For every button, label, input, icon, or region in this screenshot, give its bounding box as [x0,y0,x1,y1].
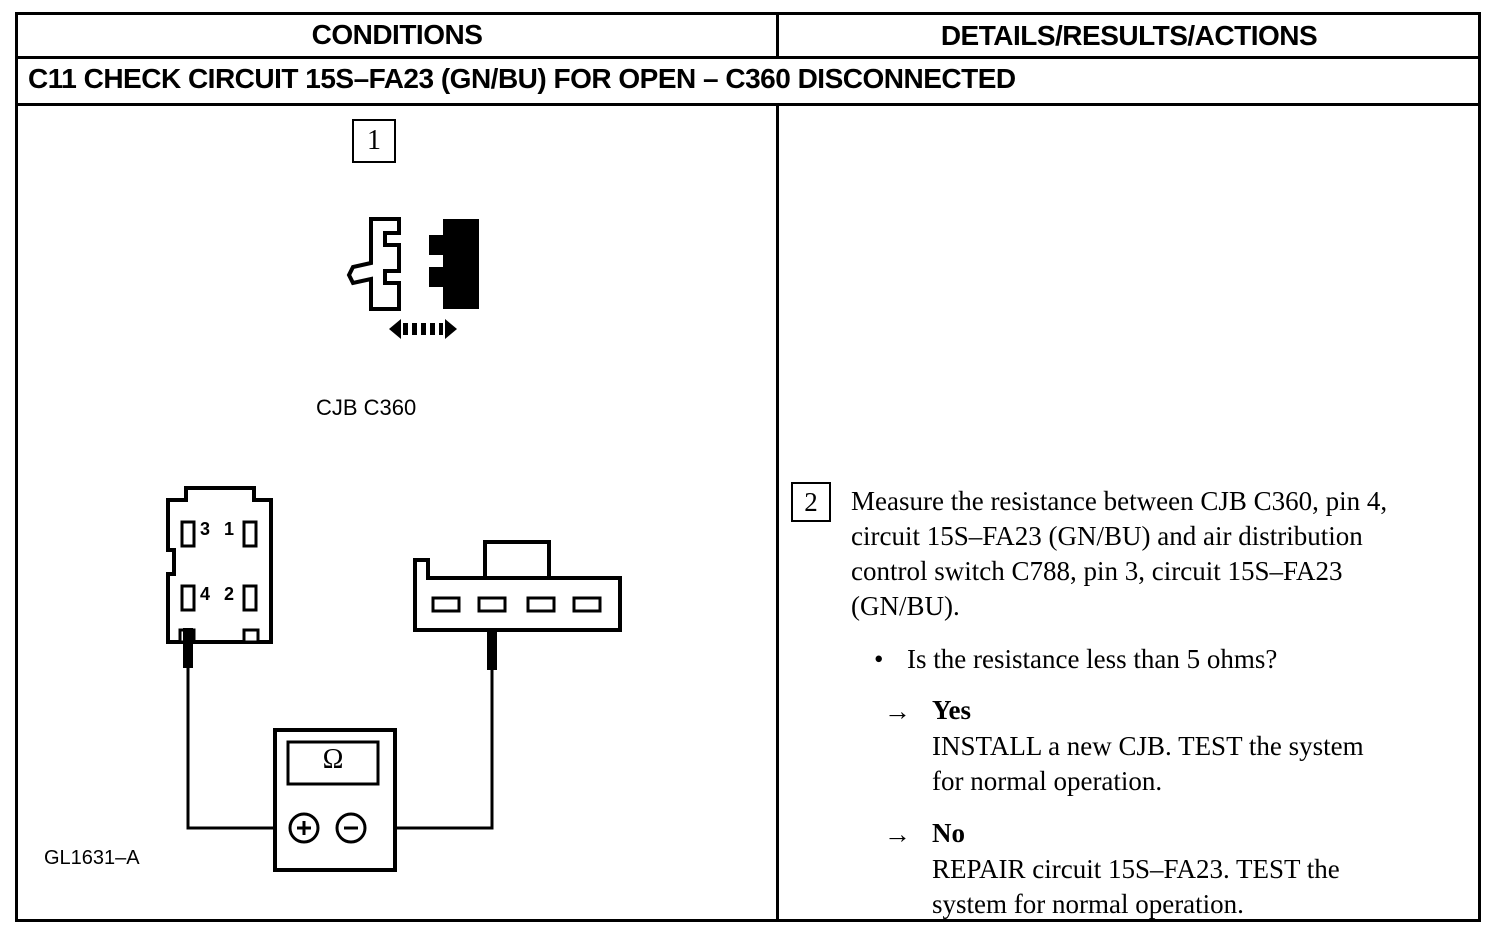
ohmmeter-symbol: Ω [322,744,344,775]
step2-number-box: 2 [791,482,831,522]
connector-disconnect-icon [346,217,479,339]
yes-action: INSTALL a new CJB. TEST the system for n… [932,729,1364,799]
no-arrow-icon: → [884,819,911,849]
yes-arrow-icon: → [884,696,911,726]
connector-label: CJB C360 [316,395,417,420]
header-divider [18,56,1478,59]
test-step-table: CONDITIONS DETAILS/RESULTS/ACTIONS C11 C… [15,12,1481,922]
yes-label: Yes [932,695,971,725]
instruction-line: Measure the resistance between CJB C360,… [851,486,1388,516]
title-divider [18,103,1478,106]
body-column-divider [776,103,779,919]
yes-action-line: for normal operation. [932,766,1163,796]
pin-label-4: 4 [200,584,211,604]
step1-number-box: 1 [352,119,396,163]
details-header: DETAILS/RESULTS/ACTIONS [940,20,1318,51]
pin-label-3: 3 [200,519,211,539]
header-column-divider [776,15,779,56]
conditions-header: CONDITIONS [311,19,483,50]
instruction-text: Measure the resistance between CJB C360,… [851,484,1387,624]
instruction-line: control switch C788, pin 3, circuit 15S–… [851,556,1343,586]
question-text: Is the resistance less than 5 ohms? [907,644,1278,674]
no-action-line: REPAIR circuit 15S–FA23. TEST the [932,854,1340,884]
instruction-line: (GN/BU). [851,591,960,621]
step-title: C11 CHECK CIRCUIT 15S–FA23 (GN/BU) FOR O… [28,63,1016,94]
pin-label-2: 2 [224,584,235,604]
bullet-icon: • [874,644,884,674]
instruction-line: circuit 15S–FA23 (GN/BU) and air distrib… [851,521,1363,551]
resistance-measurement-diagram [166,486,622,872]
figure-id: GL1631–A [44,847,140,869]
no-action: REPAIR circuit 15S–FA23. TEST the system… [932,852,1340,922]
yes-action-line: INSTALL a new CJB. TEST the system [932,731,1364,761]
pin-label-1: 1 [224,519,235,539]
no-action-line: system for normal operation. [932,889,1244,919]
no-label: No [932,818,965,848]
